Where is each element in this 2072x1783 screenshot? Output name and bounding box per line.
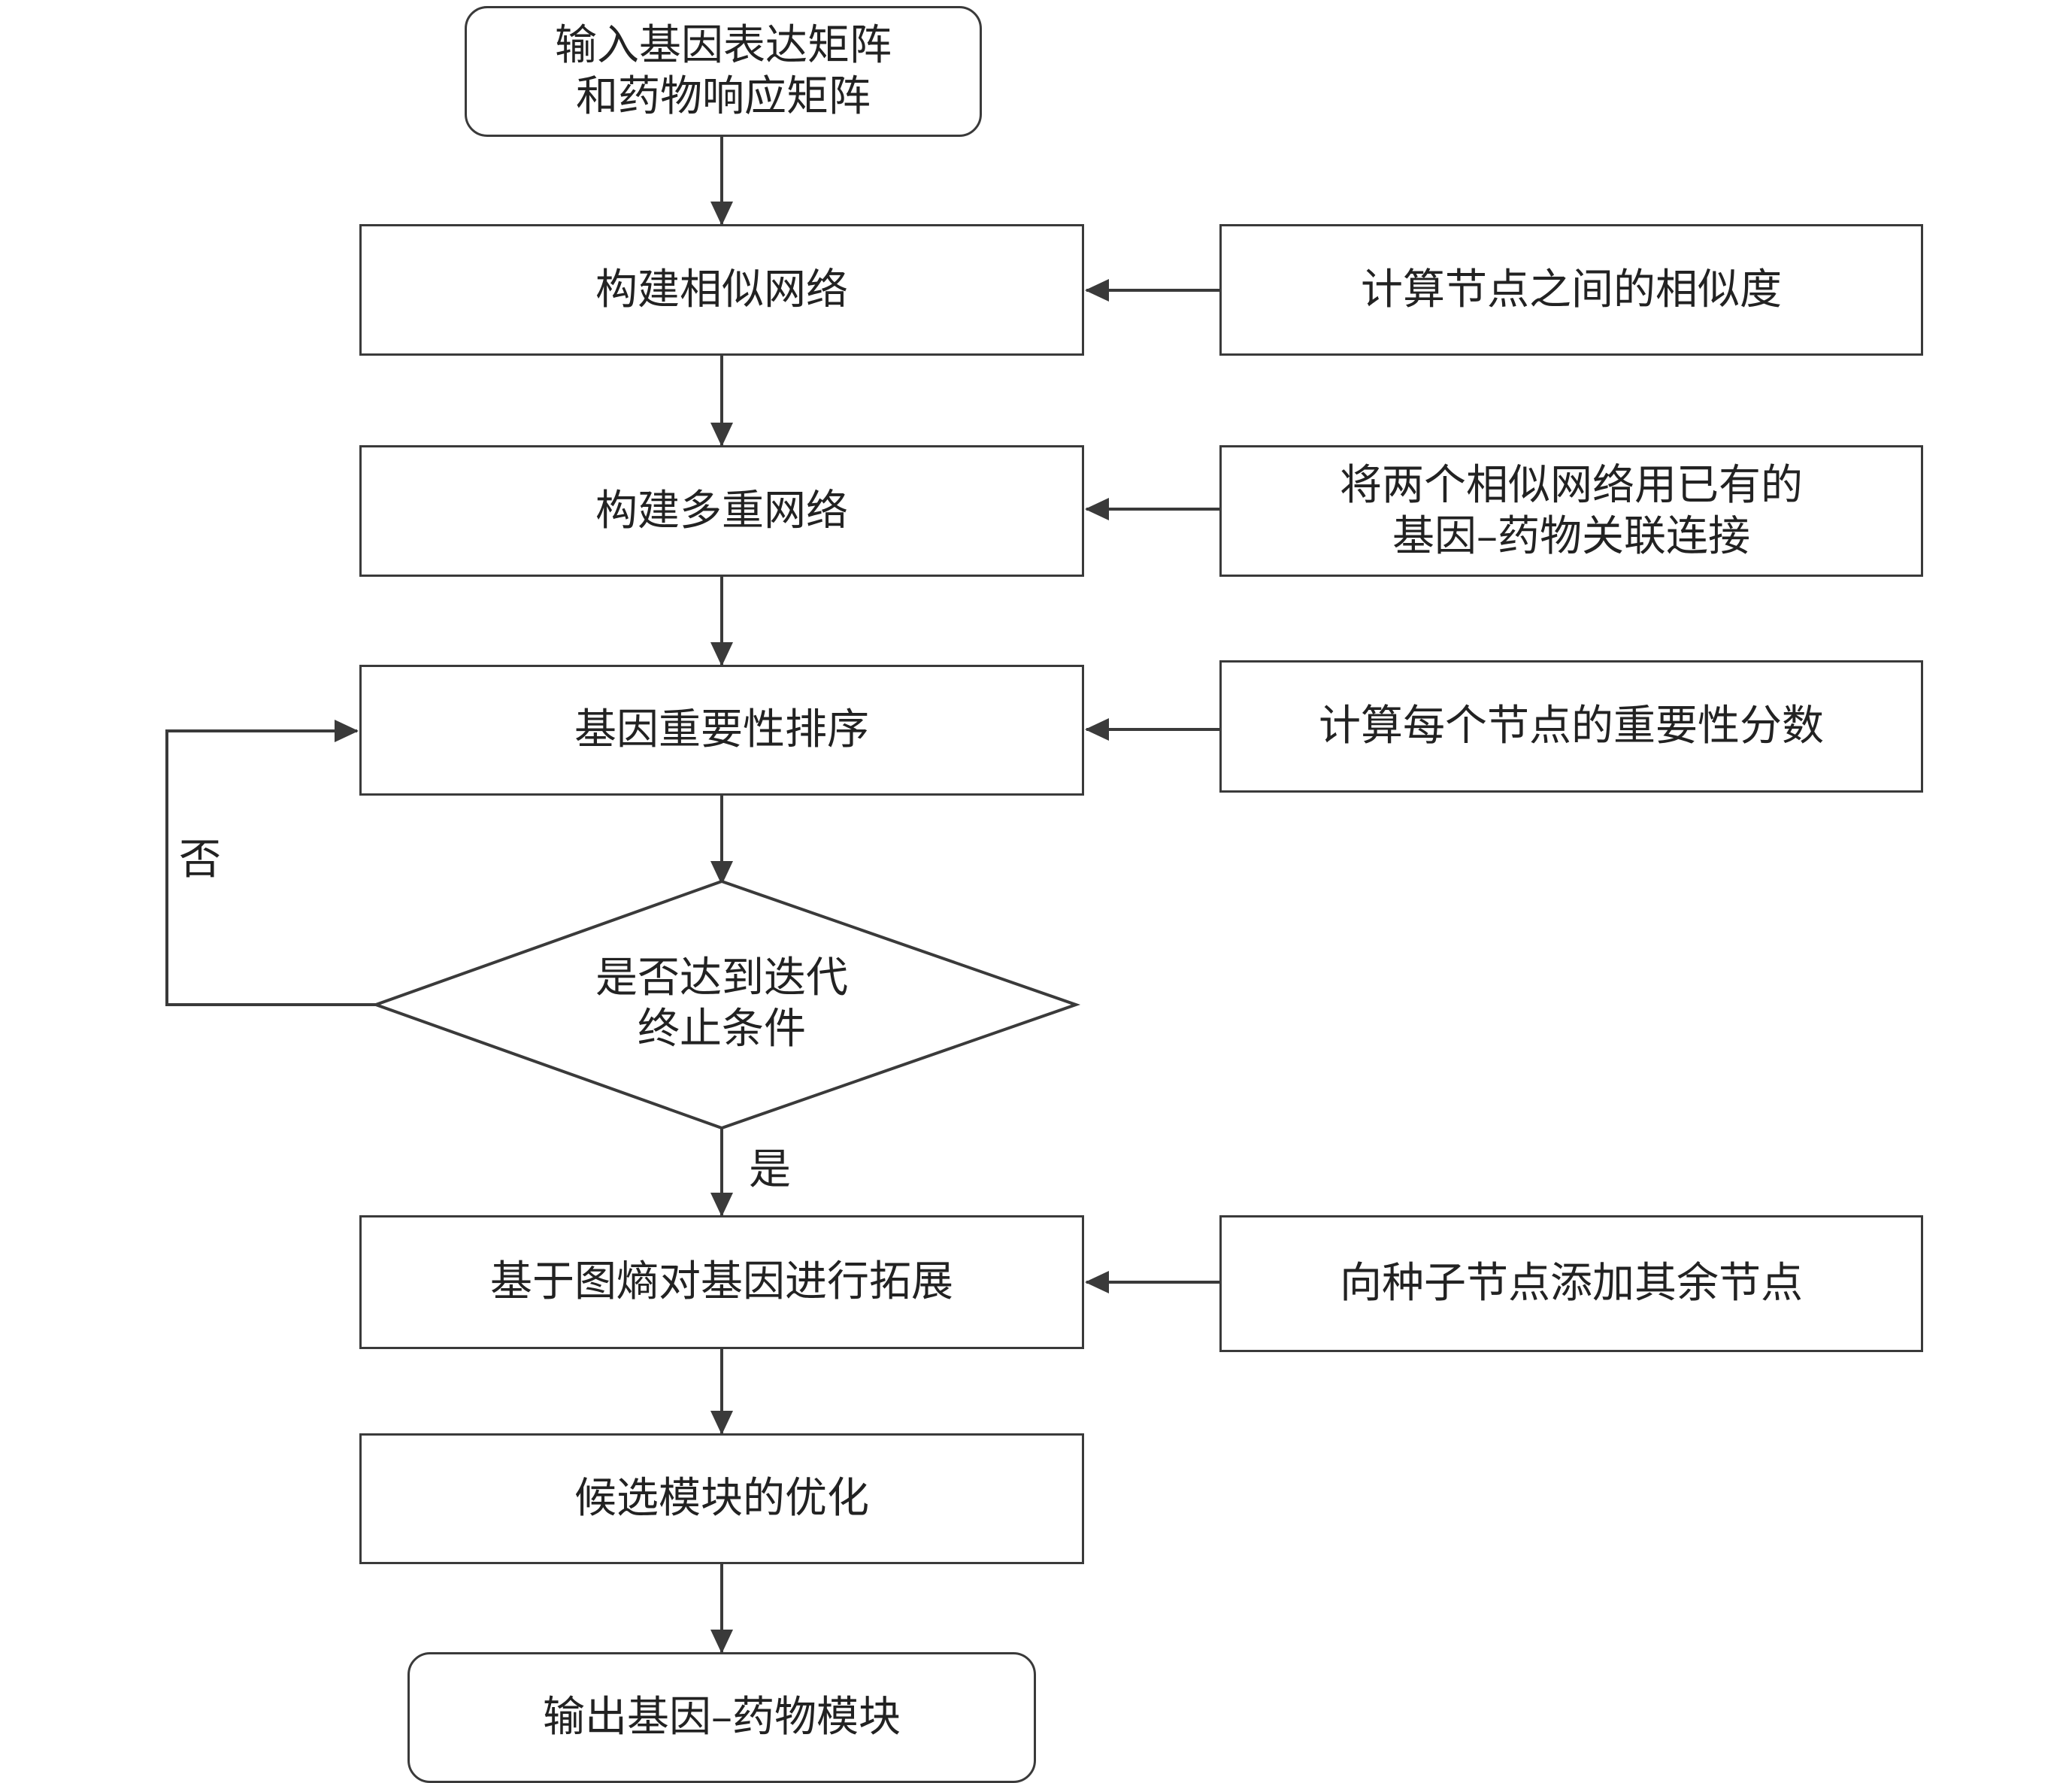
decision-line-2: 终止条件: [638, 1005, 806, 1054]
note-label: 计算每个节点的重要性分数: [1319, 702, 1824, 750]
note-add-nodes: 向种子节点添加其余节点: [1219, 1215, 1923, 1352]
step-label: 构建多重网络: [595, 486, 848, 535]
edge-label-no: 否: [179, 835, 221, 884]
edge-label-yes: 是: [749, 1145, 791, 1194]
decision-diamond: [371, 879, 1081, 1130]
note-line-1: 将两个相似网络用已有的: [1340, 460, 1803, 510]
note-label: 向种子节点添加其余节点: [1340, 1259, 1803, 1308]
step-gene-importance-ranking: 基因重要性排序: [359, 665, 1084, 796]
note-connect: 将两个相似网络用已有的 基因–药物关联连接: [1219, 445, 1923, 577]
end-terminator: 输出基因–药物模块: [407, 1652, 1036, 1783]
step-candidate-optimization: 候选模块的优化: [359, 1433, 1084, 1564]
start-terminator: 输入基因表达矩阵 和药物响应矩阵: [465, 6, 982, 137]
decision-label: 是否达到迭代 终止条件: [451, 932, 992, 1075]
step-label: 构建相似网络: [595, 265, 848, 314]
start-line-1: 输入基因表达矩阵: [555, 21, 892, 70]
step-build-multiplex-network: 构建多重网络: [359, 445, 1084, 577]
note-line-2: 基因–药物关联连接: [1392, 511, 1750, 561]
note-importance: 计算每个节点的重要性分数: [1219, 660, 1923, 793]
start-line-2: 和药物响应矩阵: [576, 72, 871, 121]
decision-line-1: 是否达到迭代: [595, 954, 848, 1002]
note-similarity: 计算节点之间的相似度: [1219, 224, 1923, 356]
step-label: 基因重要性排序: [574, 705, 869, 754]
step-label: 候选模块的优化: [574, 1474, 869, 1523]
step-graph-entropy-expansion: 基于图熵对基因进行拓展: [359, 1215, 1084, 1349]
note-label: 计算节点之间的相似度: [1361, 265, 1782, 314]
step-label: 基于图熵对基因进行拓展: [490, 1257, 953, 1306]
end-label: 输出基因–药物模块: [543, 1693, 901, 1742]
arrow-loop-back-no: [165, 720, 376, 1006]
step-build-similarity-network: 构建相似网络: [359, 224, 1084, 356]
